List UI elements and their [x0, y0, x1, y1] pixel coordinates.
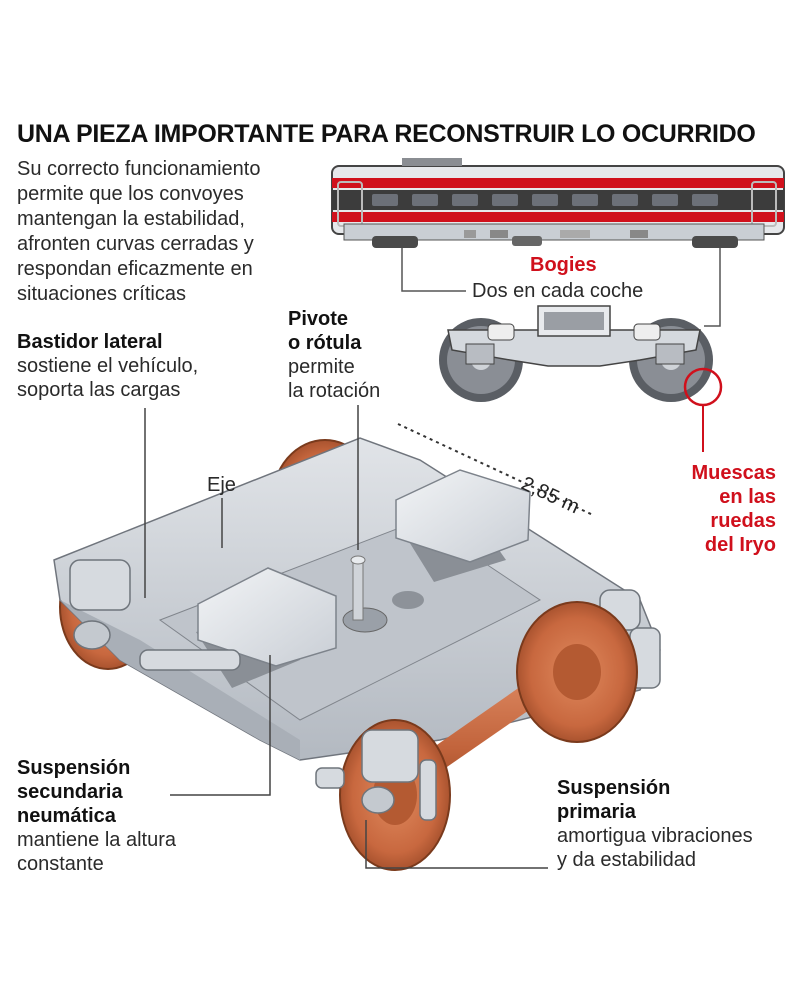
muescas-line: Muescas: [691, 462, 777, 484]
intro-line: afronten curvas cerradas y: [17, 233, 254, 255]
pivote-desc: la rotación: [288, 380, 381, 402]
axle-box-left: [69, 559, 241, 671]
muescas-line: en las: [719, 486, 776, 508]
bogie-side-view: [439, 305, 723, 452]
bastidor-desc: sostiene el vehículo,: [17, 355, 199, 377]
pivote-title: Pivote: [288, 308, 349, 330]
intro-line: respondan eficazmente en: [17, 258, 253, 280]
eje-label: Eje: [207, 474, 236, 496]
intro-line: mantengan la estabilidad,: [17, 208, 245, 230]
bastidor-label: Bastidor lateral sostiene el vehículo, s…: [17, 330, 198, 402]
muescas-label: Muescas en las ruedas del Iryo: [676, 461, 777, 557]
intro-line: permite que los convoyes: [17, 183, 244, 205]
intro-line: Su correcto funcionamiento: [17, 158, 261, 180]
page-title: UNA PIEZA IMPORTANTE PARA RECONSTRUIR LO…: [17, 120, 756, 148]
bastidor-title: Bastidor lateral: [17, 331, 163, 353]
axle-box-front: [315, 729, 437, 821]
label-leaders: [144, 405, 548, 869]
air-spring-rear: [395, 469, 531, 582]
secundaria-title: Suspensión: [17, 757, 131, 779]
muescas-line: ruedas: [710, 510, 776, 532]
secundaria-title: secundaria: [17, 781, 123, 803]
intro-text: Su correcto funcionamiento permite que l…: [17, 157, 327, 307]
primaria-label: Suspensión primaria amortigua vibracione…: [557, 776, 753, 872]
bogie-3d: [53, 437, 661, 871]
pivot: [342, 555, 388, 633]
secundaria-desc: constante: [17, 853, 104, 875]
dimension-line: [397, 423, 594, 516]
intro-line: situaciones críticas: [17, 283, 186, 305]
pivote-title: o rótula: [288, 332, 362, 354]
pivote-desc: permite: [288, 356, 355, 378]
primaria-desc: amortigua vibraciones: [557, 825, 753, 847]
secundaria-desc: mantiene la altura: [17, 829, 176, 851]
secundaria-title: neumática: [17, 805, 116, 827]
pivote-label: Pivote o rótula permite la rotación: [288, 307, 380, 403]
secundaria-label: Suspensión secundaria neumática mantiene…: [17, 756, 176, 876]
bogies-subtitle: Dos en cada coche: [472, 280, 644, 302]
primaria-title: Suspensión: [557, 777, 671, 799]
train-car: [331, 158, 785, 248]
primaria-desc: y da estabilidad: [557, 849, 696, 871]
bogies-label: Bogies: [530, 253, 597, 277]
front-right-wheel: [516, 601, 638, 743]
bogies-title: Bogies: [530, 254, 597, 276]
primaria-title: primaria: [557, 801, 636, 823]
bastidor-desc: soporta las cargas: [17, 379, 181, 401]
bogies-leader: [401, 248, 721, 327]
muescas-line: del Iryo: [704, 534, 776, 556]
